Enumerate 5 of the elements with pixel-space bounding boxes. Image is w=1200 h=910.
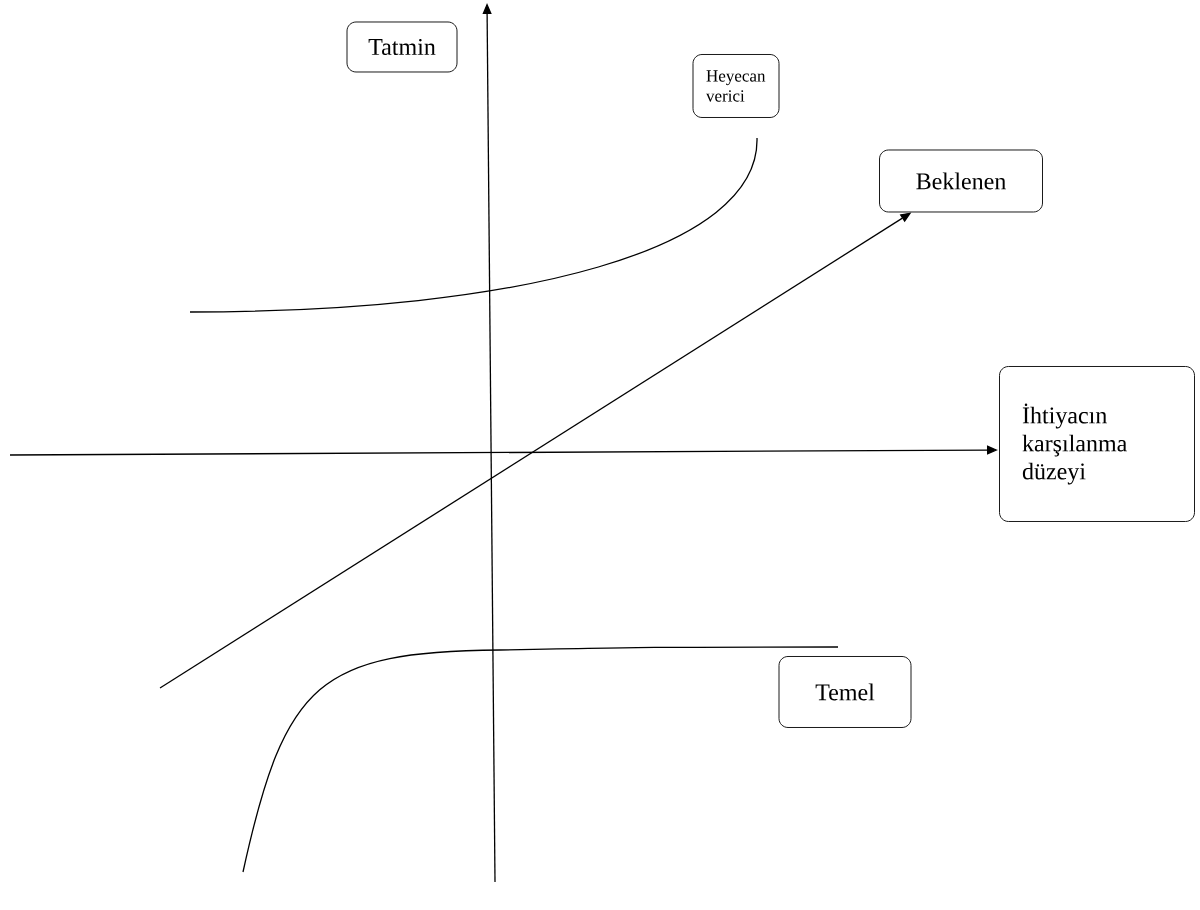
label-box: Tatmin bbox=[346, 21, 458, 73]
label-box: Beklenen bbox=[879, 149, 1043, 213]
label-box: Heyecan verici bbox=[692, 54, 780, 118]
label-box: İhtiyacın karşılanma düzeyi bbox=[999, 366, 1195, 522]
label-box: Temel bbox=[778, 656, 912, 728]
